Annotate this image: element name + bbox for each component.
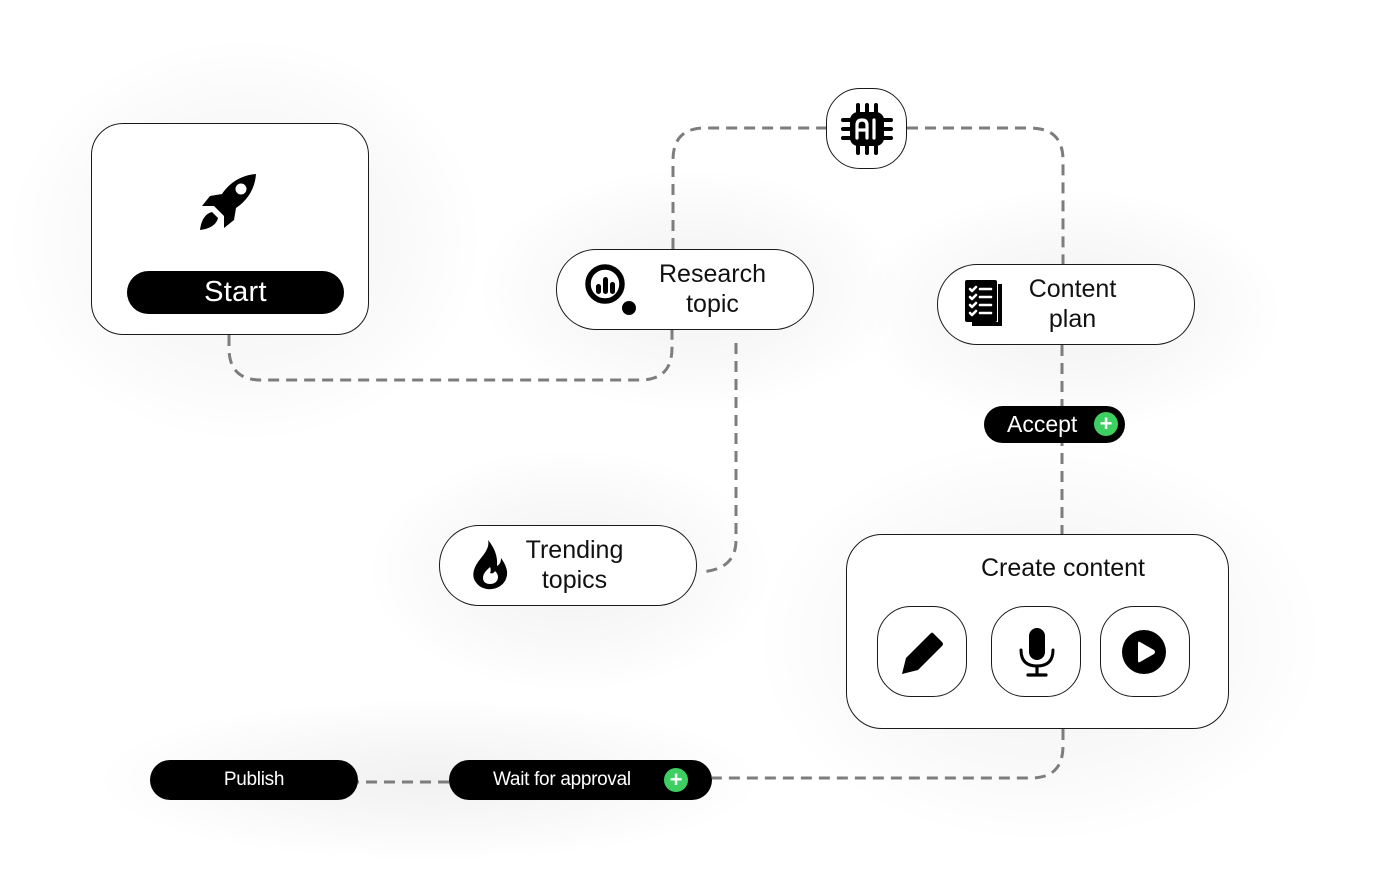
publish-node[interactable]: Publish xyxy=(150,760,358,800)
trending-topics-line2: topics xyxy=(541,566,608,594)
ai-chip-icon xyxy=(841,103,893,155)
voice-option-button[interactable] xyxy=(991,606,1081,697)
plus-icon[interactable]: + xyxy=(1094,412,1118,436)
edge-research-ai xyxy=(671,126,826,249)
fire-icon xyxy=(473,540,508,590)
write-option-button[interactable] xyxy=(877,606,967,697)
content-plan-label: Content plan xyxy=(1000,274,1145,334)
research-topic-line1: Research xyxy=(659,260,766,288)
wait-for-approval-label: Wait for approval xyxy=(493,769,631,790)
edge-start-research xyxy=(227,330,674,382)
edge-create-wait xyxy=(712,729,1065,780)
edge-ai-content-plan xyxy=(907,126,1065,264)
edge-research-trending xyxy=(699,343,738,574)
publish-label: Publish xyxy=(223,769,285,790)
checklist-icon xyxy=(965,280,1002,326)
start-button[interactable]: Start xyxy=(127,271,344,314)
rocket-icon xyxy=(200,174,256,230)
ai-node[interactable] xyxy=(826,88,907,169)
research-topic-label: Research topic xyxy=(640,259,785,319)
pencil-icon xyxy=(902,632,943,674)
create-content-title: Create content xyxy=(981,554,1145,582)
trending-topics-label: Trending topics xyxy=(502,535,647,595)
plus-icon[interactable]: + xyxy=(664,768,688,792)
research-topic-line2: topic xyxy=(686,290,739,318)
video-option-button[interactable] xyxy=(1100,606,1190,697)
research-topic-node[interactable] xyxy=(556,249,814,330)
accept-button[interactable]: Accept + xyxy=(984,406,1125,443)
content-plan-line1: Content xyxy=(1028,275,1117,303)
content-plan-line2: plan xyxy=(1048,305,1097,333)
research-chart-search-icon xyxy=(585,264,636,315)
microphone-icon xyxy=(1019,628,1055,677)
play-icon xyxy=(1122,630,1166,674)
accept-label: Accept xyxy=(1007,411,1078,437)
trending-topics-line1: Trending xyxy=(525,536,624,564)
